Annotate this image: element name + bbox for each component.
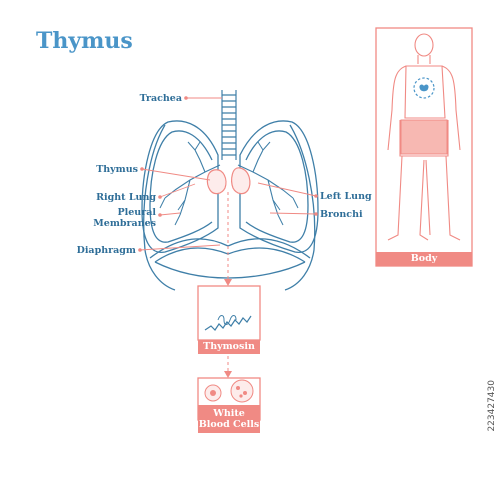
thymus-location-marker [413,77,435,99]
label-diaphragm: Diaphragm [76,245,136,256]
caption-wbc-line-2: Blood Cells [198,419,260,430]
label-pleural-line-1: Pleural [117,207,156,218]
page-title: Thymus [36,28,133,54]
blood-cell-2 [230,379,254,403]
leader-dots [138,96,318,252]
shorts-illustration [400,119,448,155]
label-right-lung: Right Lung [96,192,156,203]
arrow-head-1 [224,279,232,286]
white-blood-cells-panel [197,377,261,433]
label-thymus: Thymus [96,164,138,175]
left-lung-illustration [237,120,319,253]
caption-white-blood-cells: White Blood Cells [198,408,260,430]
label-left-lung: Left Lung [320,191,372,202]
torso-outline [143,124,316,291]
right-lung-illustration [141,120,221,253]
label-bronchi: Bronchi [320,209,363,220]
caption-thymosin: Thymosin [203,341,255,352]
stock-id: 223427430 [487,380,497,432]
caption-wbc-line-1: White [213,408,245,419]
trachea-illustration [221,90,237,160]
body-panel [375,27,473,267]
label-pleural-line-2: Membranes [93,218,156,229]
thymosin-molecule [204,315,252,331]
human-figure-illustration [387,33,461,241]
label-pleural-membranes: Pleural Membranes [70,207,156,229]
thymosin-panel [197,285,261,354]
thymus-gland-illustration [206,167,251,195]
arrow-head-2 [224,371,232,378]
label-trachea: Trachea [139,93,182,104]
leader-lines [139,97,317,251]
caption-body: Body [410,253,438,264]
